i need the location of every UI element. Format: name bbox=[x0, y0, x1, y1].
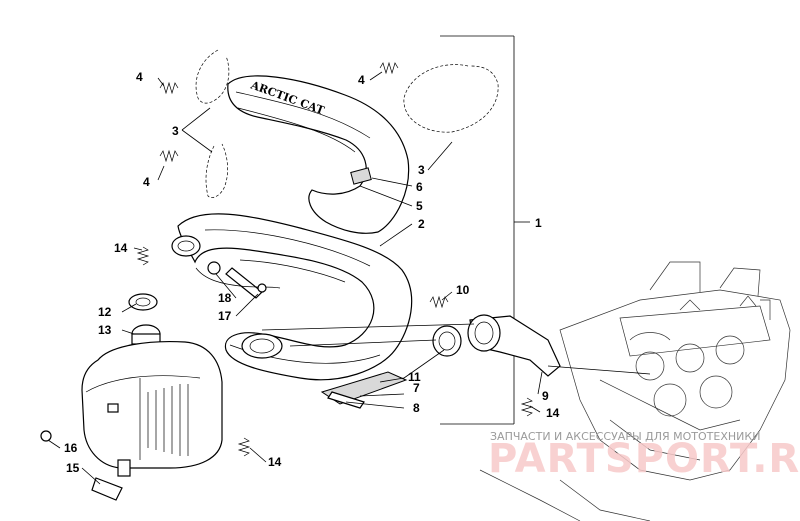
callout-3-left: 3 bbox=[172, 124, 179, 138]
expansion-chamber bbox=[171, 213, 413, 409]
heat-shield-cover: ARCTIC CAT bbox=[227, 75, 410, 234]
callout-8: 8 bbox=[413, 401, 420, 415]
callout-1: 1 bbox=[535, 216, 542, 230]
callout-2: 2 bbox=[418, 217, 425, 231]
callout-4-left: 4 bbox=[143, 175, 150, 189]
callout-4-top-left: 4 bbox=[136, 70, 143, 84]
callout-3-right: 3 bbox=[418, 163, 425, 177]
chain-clamps bbox=[195, 49, 499, 198]
callout-14-bottom: 14 bbox=[268, 455, 282, 469]
watermark-caption: ЗАПЧАСТИ И АКСЕССУАРЫ ДЛЯ МОТОТЕХНИКИ bbox=[490, 430, 760, 443]
springs bbox=[136, 61, 534, 457]
callout-6: 6 bbox=[416, 180, 423, 194]
callout-16: 16 bbox=[64, 441, 78, 455]
callout-10: 10 bbox=[456, 283, 470, 297]
callout-14-right: 14 bbox=[546, 406, 560, 420]
watermark-logo: PARTSPORT.RU bbox=[488, 436, 800, 482]
callout-17: 17 bbox=[218, 309, 232, 323]
callout-4-top-right: 4 bbox=[358, 73, 365, 87]
leader-lines bbox=[47, 71, 651, 485]
engine-outline bbox=[479, 261, 791, 521]
watermark: PARTSPORT.RU ЗАПЧАСТИ И АКСЕССУАРЫ ДЛЯ М… bbox=[488, 430, 800, 482]
callout-7: 7 bbox=[413, 381, 420, 395]
exhaust-manifold bbox=[128, 293, 561, 377]
callout-labels: 1 2 3 3 4 4 4 5 6 7 8 9 10 11 12 13 14 1… bbox=[64, 70, 560, 475]
callout-14-left: 14 bbox=[114, 241, 128, 255]
callout-11: 11 bbox=[408, 370, 421, 384]
assembly-bracket bbox=[440, 35, 530, 425]
callout-12: 12 bbox=[98, 305, 112, 319]
callout-9: 9 bbox=[542, 389, 549, 403]
callout-15: 15 bbox=[66, 461, 80, 475]
callout-13: 13 bbox=[98, 323, 112, 337]
muffler bbox=[40, 324, 223, 501]
callout-5: 5 bbox=[416, 199, 423, 213]
callout-18: 18 bbox=[218, 291, 232, 305]
